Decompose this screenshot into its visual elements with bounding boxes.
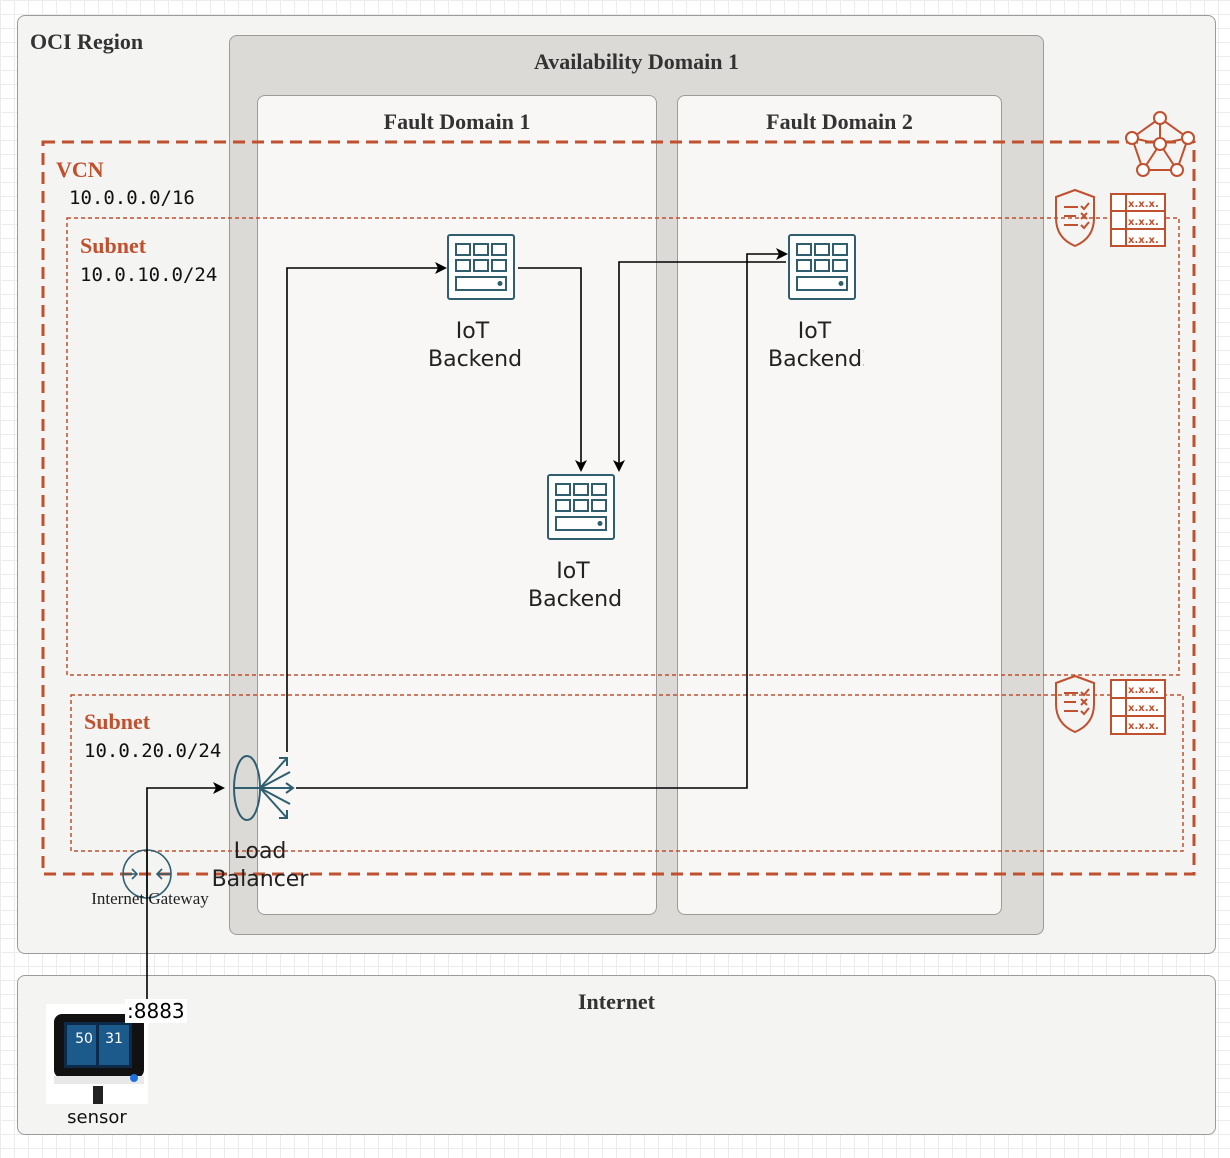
load-balancer-icon — [233, 755, 295, 821]
compute-instance-icon — [447, 234, 515, 300]
subnet-1-boundary — [66, 217, 1180, 676]
subnet-1-cidr: 10.0.10.0/24 — [80, 264, 218, 286]
region-title: OCI Region — [30, 29, 144, 54]
backend-label: IoT Backend1 — [528, 559, 622, 612]
subnet-2-boundary — [70, 694, 1184, 852]
route-table-icon — [1110, 193, 1166, 247]
lb-to-backend1-connector — [286, 262, 447, 752]
route-row-text: x.x.x. — [1128, 685, 1159, 696]
route-row-text: x.x.x. — [1128, 199, 1159, 210]
security-list-icon — [1055, 188, 1095, 248]
port-label: :8883 — [125, 999, 187, 1023]
sensor-reading-1: 50 — [75, 1031, 93, 1047]
compute-instance-icon — [547, 474, 615, 540]
fault-domain-1-title: Fault Domain 1 — [383, 109, 531, 134]
backend-label: IoT Backend1 — [428, 319, 521, 372]
internet-box — [17, 975, 1216, 1135]
subnet-2-title: Subnet — [84, 709, 151, 734]
lb-to-backend2-connector — [296, 248, 788, 789]
vcn-title: VCN — [56, 157, 104, 182]
vcn-cidr: 10.0.0.0/16 — [69, 187, 195, 209]
backend2-to-backend3-connector — [613, 261, 786, 472]
sensor-device-icon: 50 31 — [46, 1004, 148, 1104]
backend1-to-backend3-connector — [518, 267, 587, 472]
route-row-text: x.x.x. — [1128, 703, 1159, 714]
subnet-1-title: Subnet — [80, 233, 147, 258]
vcn-network-icon — [1125, 111, 1195, 177]
route-row-text: x.x.x. — [1128, 721, 1159, 732]
compute-instance-icon — [788, 234, 856, 300]
security-list-icon — [1055, 674, 1095, 734]
fault-domain-2-title: Fault Domain 2 — [766, 109, 913, 134]
sensor-reading-2: 31 — [105, 1031, 123, 1047]
route-row-text: x.x.x. — [1128, 217, 1159, 228]
fault-domain-2-box — [677, 95, 1002, 915]
vcn-boundary — [41, 140, 1196, 876]
backend-label: IoT Backend2 — [768, 319, 864, 372]
route-row-text: x.x.x. — [1128, 235, 1159, 246]
sensor-to-lb-connector — [146, 782, 225, 1052]
internet-gateway-label: Internet Gateway — [91, 889, 209, 908]
subnet-2-cidr: 10.0.20.0/24 — [84, 740, 222, 762]
route-table-icon — [1110, 679, 1166, 735]
internet-title: Internet — [578, 989, 655, 1014]
availability-domain-title: Availability Domain 1 — [534, 49, 739, 74]
load-balancer-label: Load Balancer — [211, 839, 309, 892]
sensor-label: sensor — [67, 1107, 127, 1128]
